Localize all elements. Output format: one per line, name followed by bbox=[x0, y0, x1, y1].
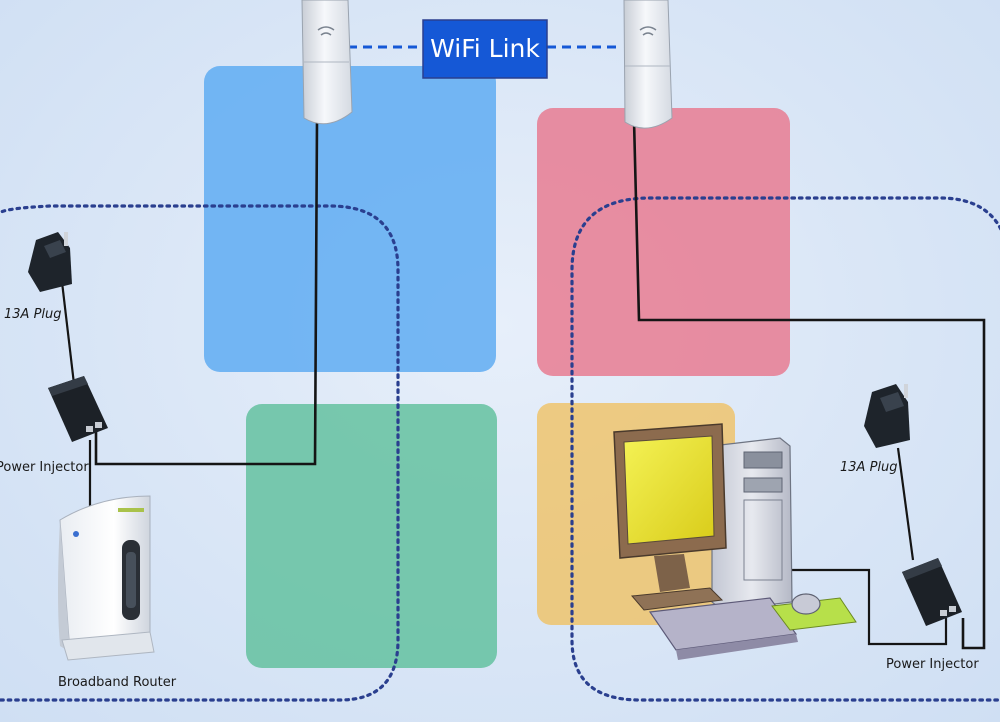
right-network-boundary bbox=[570, 196, 1000, 702]
poe-injector-icon bbox=[48, 376, 108, 442]
zone-red bbox=[537, 108, 790, 376]
router-label: Broadband Router bbox=[58, 675, 177, 690]
injector-right-label: Power Injector bbox=[886, 657, 979, 672]
desktop-computer-icon bbox=[613, 423, 857, 660]
wifi-link-box: WiFi Link bbox=[422, 19, 548, 79]
plug-left-label: 13A Plug bbox=[4, 307, 62, 322]
zone-blue bbox=[204, 66, 496, 372]
outdoor-access-point-icon bbox=[623, 0, 673, 129]
plug-right-label: 13A Plug bbox=[840, 460, 898, 475]
cable-left-antenna-to-injector bbox=[94, 119, 319, 466]
broadband-router-icon bbox=[58, 495, 155, 661]
cable-right-plug-to-injector bbox=[896, 447, 915, 561]
injector-left-label: Power Injector bbox=[0, 460, 89, 475]
cable-right-injector-to-computer bbox=[790, 568, 948, 646]
wifi-link-label: WiFi Link bbox=[430, 34, 540, 63]
cable-left-plug-to-injector bbox=[60, 281, 76, 385]
poe-injector-icon bbox=[902, 558, 962, 626]
outdoor-access-point-icon bbox=[301, 0, 353, 125]
cable-right-antenna-to-injector bbox=[632, 119, 986, 650]
zone-green bbox=[246, 404, 497, 668]
uk-plug-adapter-icon bbox=[28, 232, 72, 292]
uk-plug-adapter-icon bbox=[864, 384, 910, 448]
